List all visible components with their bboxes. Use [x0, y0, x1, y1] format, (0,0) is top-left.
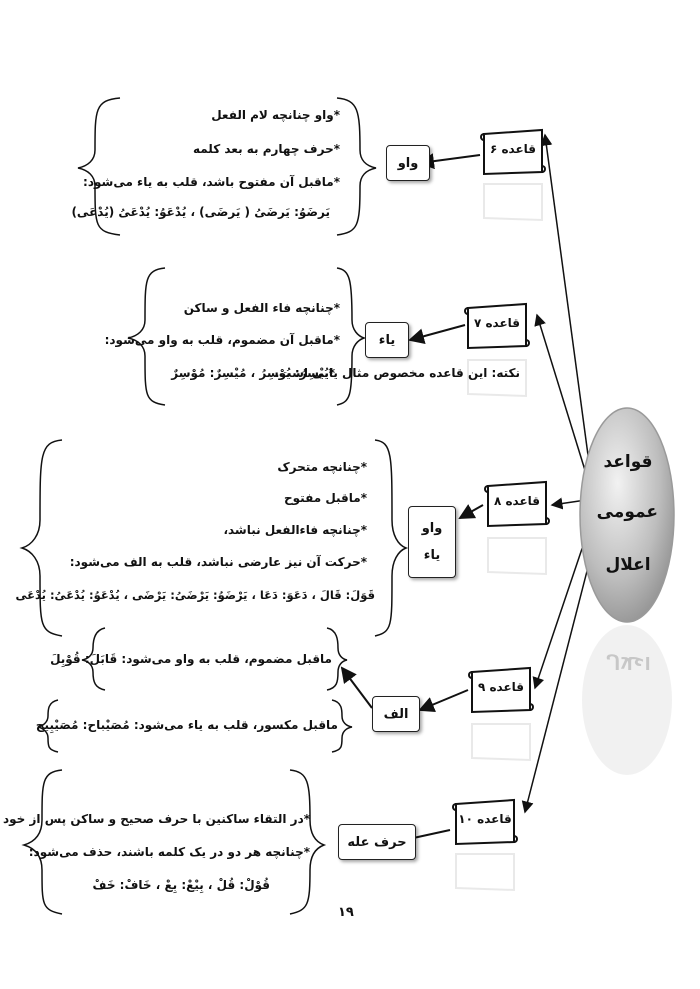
letter-box-alef: الف [372, 696, 420, 732]
rule-9-scroll: قاعده ۹ [466, 666, 536, 714]
rule-6-line-4: یَرضَوُ: یَرضَیُ ( یَرضَی) ، یُدْعَوُ: ی… [71, 205, 330, 219]
scroll-shape-icon [468, 666, 534, 714]
rule-6-line-1: *واو چنانچه لام الفعل [211, 108, 340, 122]
main-topic-reflection: اعلال [605, 652, 651, 672]
letter-harf-ella-label: حرف عله [347, 834, 407, 850]
main-topic-line1: قواعد [603, 452, 653, 472]
letter-waw-label: واو [421, 521, 443, 536]
rule-8-line-1: *چنانچه متحرک [277, 460, 367, 474]
main-topic-line2: عمومی [596, 502, 658, 522]
rule-10-line-1: *در التقاء ساکنین با حرف صحیح و ساکن پس … [2, 812, 310, 826]
rule-8-label: قاعده ۸ [493, 494, 541, 508]
rule-8-line-2: *ماقبل مفتوح [284, 491, 367, 505]
letter-ya-label: یاء [423, 548, 441, 563]
braces [19, 97, 409, 915]
rule-7-scroll: قاعده ۷ [462, 302, 532, 350]
rule-10-line-3: قُوْلْ: قُلْ ، بِیْعْ: بِعْ ، خَافْ: خَف… [92, 878, 270, 892]
page-number: ۱۹ [338, 905, 354, 920]
letter-box-harf-ella: حرف عله [338, 824, 416, 860]
rule-9-line-2: ماقبل مکسور، قلب به یاء می‌شود: مُصَیْبا… [35, 718, 338, 732]
scroll-shape-icon [480, 128, 546, 176]
rule-8-reflection [482, 536, 552, 576]
rule-6-line-3: *ماقبل آن مفتوح باشد، قلب به یاء می‌شود: [83, 175, 340, 189]
letter-alef-label: الف [383, 706, 409, 722]
rule-7-reflection [462, 358, 532, 398]
letter-waw-label: واو [397, 155, 419, 171]
rule-7-line-3: *یُیْسِرُ: یُوْسِرُ ، مُیْسِرٌ: مُوْسِرٌ [171, 366, 335, 380]
rule-9-line-1: ماقبل مضموم، قلب به واو می‌شود: قَابَلَ:… [50, 652, 332, 666]
letter-box-waw-ya: واو یاء [408, 506, 456, 578]
rule-9-label: قاعده ۹ [477, 680, 525, 694]
letter-ya-label: یاء [378, 332, 396, 348]
scroll-shape-icon [464, 302, 530, 350]
rule-6-label: قاعده ۶ [489, 142, 537, 156]
rule-8-scroll: قاعده ۸ [482, 480, 552, 528]
rule-8-line-5: قَوَلَ: قَالَ ، دَعَوَ: دَعَا ، یَرْضَوُ… [15, 588, 376, 602]
main-topic-line3: اعلال [605, 555, 651, 575]
rule-6-line-2: *حرف چهارم به بعد کلمه [192, 142, 340, 156]
rule-10-label: قاعده ۱۰ [458, 812, 512, 826]
rule-10-scroll: قاعده ۱۰ [450, 798, 520, 846]
letter-box-waw: واو [386, 145, 430, 181]
scroll-shape-icon [484, 480, 550, 528]
rule-10-reflection [450, 852, 520, 892]
main-topic-ellipse [579, 407, 675, 623]
rule-7-line-1: *چنانچه فاء الفعل و ساکن [183, 301, 340, 315]
rule-6-scroll: قاعده ۶ [478, 128, 548, 176]
rule-7-label: قاعده ۷ [473, 316, 521, 330]
rule-7-note: نکته: این قاعده مخصوص مثال یایی است. [274, 366, 520, 380]
rule-7-line-2: *ماقبل آن مضموم، قلب به واو می‌شود: [104, 333, 340, 347]
rule-6-reflection [478, 182, 548, 222]
rule-8-line-4: *حرکت آن نیز عارضی نباشد، قلب به الف می‌… [69, 555, 367, 569]
scroll-shape-icon [452, 798, 518, 846]
letter-box-ya: یاء [365, 322, 409, 358]
rule-8-line-3: *چنانچه فاءالفعل نباشد، [223, 523, 367, 537]
rule-10-line-2: *چنانچه هر دو در یک کلمه باشند، حذف می‌ش… [28, 845, 310, 859]
rule-9-reflection [466, 722, 536, 762]
